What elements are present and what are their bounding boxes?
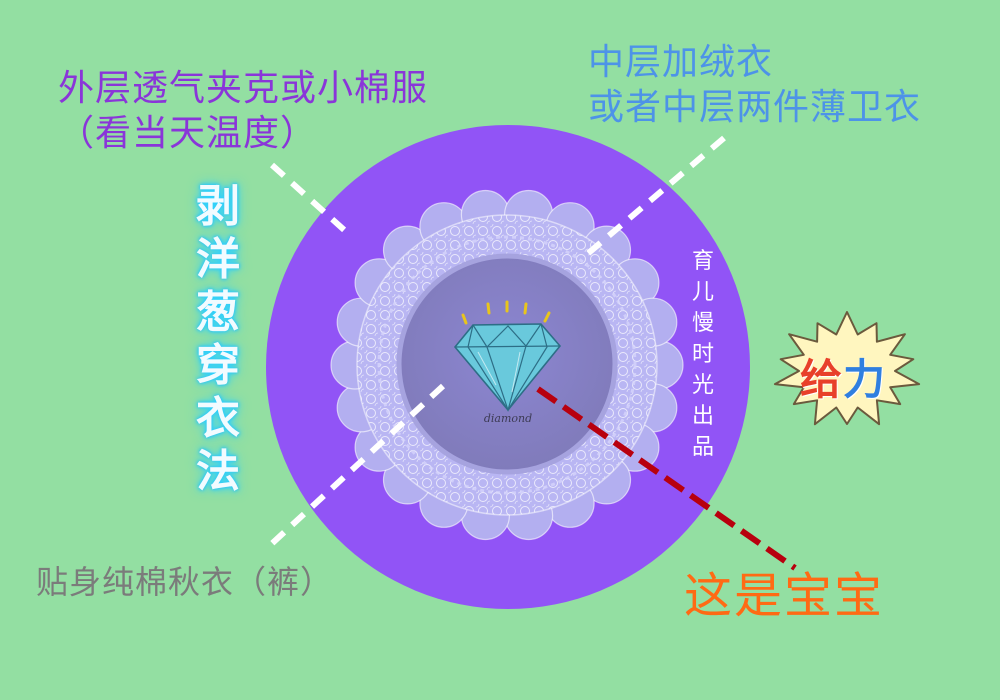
inner-layer-label: 贴身纯棉秋衣（裤） bbox=[36, 563, 334, 601]
badge-char-1: 给 bbox=[800, 355, 844, 404]
credit-char: 光 bbox=[691, 373, 714, 398]
outer-layer-label-line2: （看当天温度） bbox=[58, 113, 318, 154]
outer-layer-label-line1: 外层透气夹克或小棉服 bbox=[58, 68, 429, 109]
title-char: 剥 bbox=[196, 181, 240, 232]
outer-layer-pointer bbox=[269, 162, 355, 240]
inner-layer-pointer bbox=[263, 383, 446, 552]
outer-layer-label: 外层透气夹克或小棉服 （看当天温度） bbox=[58, 66, 428, 156]
baby-label: 这是宝宝 bbox=[684, 568, 885, 624]
credit-char: 儿 bbox=[691, 280, 714, 305]
credit-char: 出 bbox=[691, 404, 714, 429]
middle-layer-label-line1: 中层加绒衣 bbox=[588, 42, 774, 83]
baby-pointer bbox=[536, 386, 797, 571]
title-char: 洋 bbox=[196, 234, 240, 285]
middle-layer-label: 中层加绒衣 或者中层两件薄卫衣 bbox=[588, 40, 921, 130]
title-char: 法 bbox=[196, 446, 240, 497]
vertical-title: 剥 洋 葱 穿 衣 法 bbox=[188, 180, 248, 498]
credit-char: 时 bbox=[691, 342, 714, 367]
title-char: 穿 bbox=[196, 340, 240, 391]
credit-char: 品 bbox=[691, 435, 714, 460]
credit-char: 慢 bbox=[691, 311, 714, 336]
vertical-credit: 育 儿 慢 时 光 出 品 bbox=[686, 246, 720, 463]
middle-layer-label-line2: 或者中层两件薄卫衣 bbox=[588, 87, 922, 128]
title-char: 葱 bbox=[196, 287, 240, 338]
badge-text: 给力 bbox=[800, 346, 886, 407]
credit-char: 育 bbox=[691, 249, 714, 274]
badge-burst bbox=[773, 311, 921, 426]
diamond-icon: diamond bbox=[453, 300, 562, 425]
middle-layer-pointer bbox=[583, 135, 726, 259]
diamond-caption: diamond bbox=[484, 412, 532, 425]
title-char: 衣 bbox=[196, 393, 240, 444]
badge-char-2: 力 bbox=[843, 355, 887, 404]
